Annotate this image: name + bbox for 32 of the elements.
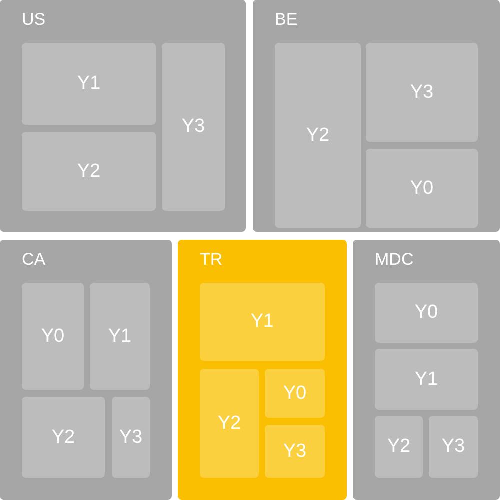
treemap-group — [0, 240, 172, 500]
group-label: BE — [275, 10, 298, 30]
group-label: US — [22, 10, 46, 30]
tile-label: Y2 — [306, 124, 330, 146]
group-label: TR — [200, 250, 223, 270]
treemap-tile — [200, 369, 259, 478]
treemap-group — [0, 0, 246, 232]
tile-label: Y3 — [119, 426, 143, 448]
treemap-tile — [265, 425, 325, 478]
tile-label: Y3 — [442, 436, 466, 458]
tile-label: Y0 — [410, 178, 434, 200]
tile-label: Y0 — [283, 382, 307, 404]
tile-label: Y3 — [283, 440, 307, 462]
tile-label: Y2 — [52, 426, 76, 448]
tile-label: Y2 — [387, 436, 411, 458]
group-label: CA — [22, 250, 46, 270]
tile-label: Y2 — [77, 160, 101, 182]
tile-label: Y3 — [182, 116, 206, 138]
treemap-group — [178, 240, 347, 500]
tile-label: Y0 — [41, 326, 65, 348]
group-label: MDC — [375, 250, 414, 270]
tile-label: Y2 — [218, 412, 242, 434]
treemap-tile — [200, 283, 325, 361]
tile-label: Y1 — [414, 368, 438, 390]
tile-label: Y1 — [108, 326, 132, 348]
treemap-group — [253, 0, 500, 232]
treemap-tile — [265, 369, 325, 418]
treemap-group — [353, 240, 500, 500]
tile-label: Y0 — [414, 302, 438, 324]
tile-label: Y1 — [77, 73, 101, 95]
tile-label: Y1 — [250, 311, 274, 333]
tile-label: Y3 — [410, 82, 434, 104]
